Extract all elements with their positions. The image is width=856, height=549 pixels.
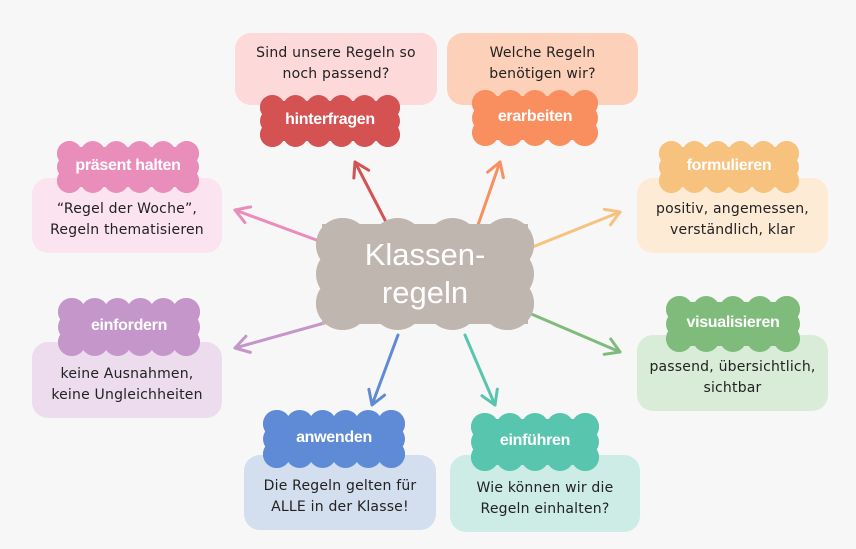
- description-text: Die Regeln gelten für ALLE in der Klasse…: [263, 478, 417, 515]
- description-box-einfordern: keine Ausnahmen, keine Ungleichheiten: [32, 342, 222, 418]
- label-hinterfragen: hinterfragen: [285, 111, 375, 128]
- description-text: Welche Regeln benötigen wir?: [489, 45, 596, 82]
- description-text: Sind unsere Regeln so noch passend?: [256, 45, 416, 82]
- label-erarbeiten: erarbeiten: [497, 108, 573, 125]
- center-cloud: [316, 218, 534, 331]
- arrow-visualisieren: [520, 308, 622, 356]
- label-einfordern: einfordern: [90, 317, 168, 334]
- label-formulieren: formulieren: [686, 157, 772, 174]
- description-text: positiv, angemessen, verständlich, klar: [656, 201, 809, 238]
- description-text: passend, übersichtlich, sichtbar: [649, 359, 816, 396]
- label-anwenden: anwenden: [296, 429, 372, 446]
- arrow-praesent-halten: [233, 205, 332, 247]
- label-praesent-halten: präsent halten: [75, 157, 181, 174]
- description-box-hinterfragen: Sind unsere Regeln so noch passend?: [235, 33, 437, 105]
- arrow-formulieren: [528, 207, 622, 250]
- description-text: Wie können wir die Regeln einhalten?: [476, 480, 614, 517]
- center-title: Klassen- regeln: [364, 237, 486, 310]
- description-box-praesent-halten: “Regel der Woche”, Regeln thematisieren: [32, 178, 222, 253]
- description-box-einfuehren: Wie können wir die Regeln einhalten?: [450, 455, 640, 532]
- description-text: “Regel der Woche”, Regeln thematisieren: [50, 201, 204, 238]
- arrow-anwenden: [367, 333, 400, 407]
- label-einfuehren: einführen: [499, 432, 571, 449]
- arrow-einfordern: [233, 318, 337, 354]
- arrow-hinterfragen: [352, 160, 387, 222]
- arrow-einfuehren: [463, 333, 499, 407]
- arrow-erarbeiten: [476, 160, 505, 227]
- description-box-erarbeiten: Welche Regeln benötigen wir?: [447, 33, 638, 105]
- description-box-formulieren: positiv, angemessen, verständlich, klar: [637, 178, 828, 253]
- description-box-anwenden: Die Regeln gelten für ALLE in der Klasse…: [244, 455, 436, 530]
- label-visualisieren: visualisieren: [686, 314, 780, 331]
- description-box-visualisieren: passend, übersichtlich, sichtbar: [637, 335, 828, 411]
- description-text: keine Ausnahmen, keine Ungleichheiten: [51, 366, 203, 403]
